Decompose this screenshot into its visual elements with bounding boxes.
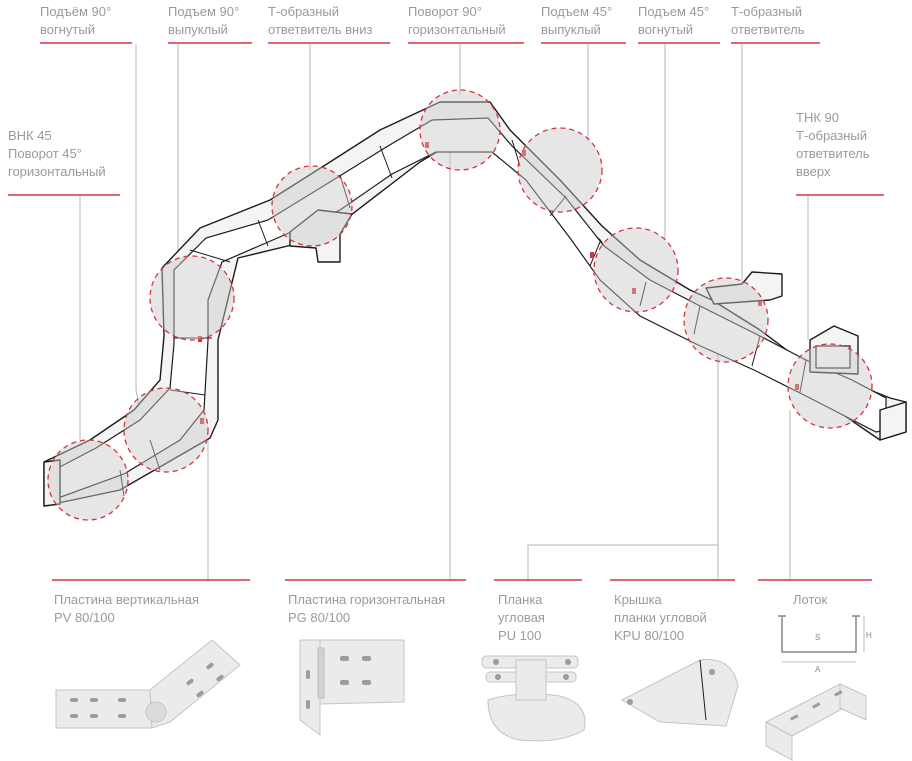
leader-lines [79, 44, 809, 580]
zone-8 [683, 277, 769, 363]
tray-end-left [43, 459, 61, 507]
part-tray: S H A [764, 615, 872, 761]
tray-dim-h: H [866, 631, 872, 640]
zone-2 [123, 387, 209, 473]
part-kpu-cover [620, 659, 739, 727]
part-pv-plate [55, 639, 241, 729]
part-pg-plate [299, 639, 405, 736]
side-labels: ВНК 45 Поворот 45° горизонтальный ТНК 90… [8, 110, 873, 179]
tray-dim-s: S [815, 633, 820, 642]
tray-end-right [879, 401, 907, 441]
label-top-2: Подъем 90°выпуклый [168, 4, 239, 37]
leader-b2 [439, 139, 451, 580]
top-labels: Подъём 90°вогнутый Подъем 90°выпуклый Т-… [40, 4, 805, 37]
label-bottom-5: Лоток [793, 592, 828, 607]
zone-1 [47, 439, 129, 521]
label-left: ВНК 45 Поворот 45° горизонтальный [8, 128, 106, 179]
label-underlines [8, 42, 884, 581]
t-branch-side [705, 271, 783, 305]
label-top-5: Подъем 45°выпуклый [541, 4, 612, 37]
label-top-4: Поворот 90°горизонтальный [408, 4, 506, 37]
zone-6 [517, 127, 603, 213]
part-pu-bracket [481, 655, 586, 742]
leader-b3 [527, 340, 719, 580]
leader-1 [135, 44, 141, 411]
label-right: ТНК 90 Т-образный ответвитель вверх [796, 110, 873, 179]
label-top-6: Подъем 45°вогнутый [638, 4, 709, 37]
zone-5 [419, 89, 501, 171]
zone-4 [271, 165, 353, 247]
t-branch-down [289, 209, 353, 263]
zone-9 [787, 343, 873, 429]
cable-tray-route [43, 101, 907, 507]
highlight-zones [47, 89, 873, 521]
t-branch-up-top [815, 345, 851, 369]
label-top-1: Подъём 90°вогнутый [40, 4, 111, 37]
zone-3 [149, 255, 235, 341]
leader-2 [177, 44, 183, 276]
tray-dim-a: A [815, 665, 821, 674]
zone-7 [593, 227, 679, 313]
